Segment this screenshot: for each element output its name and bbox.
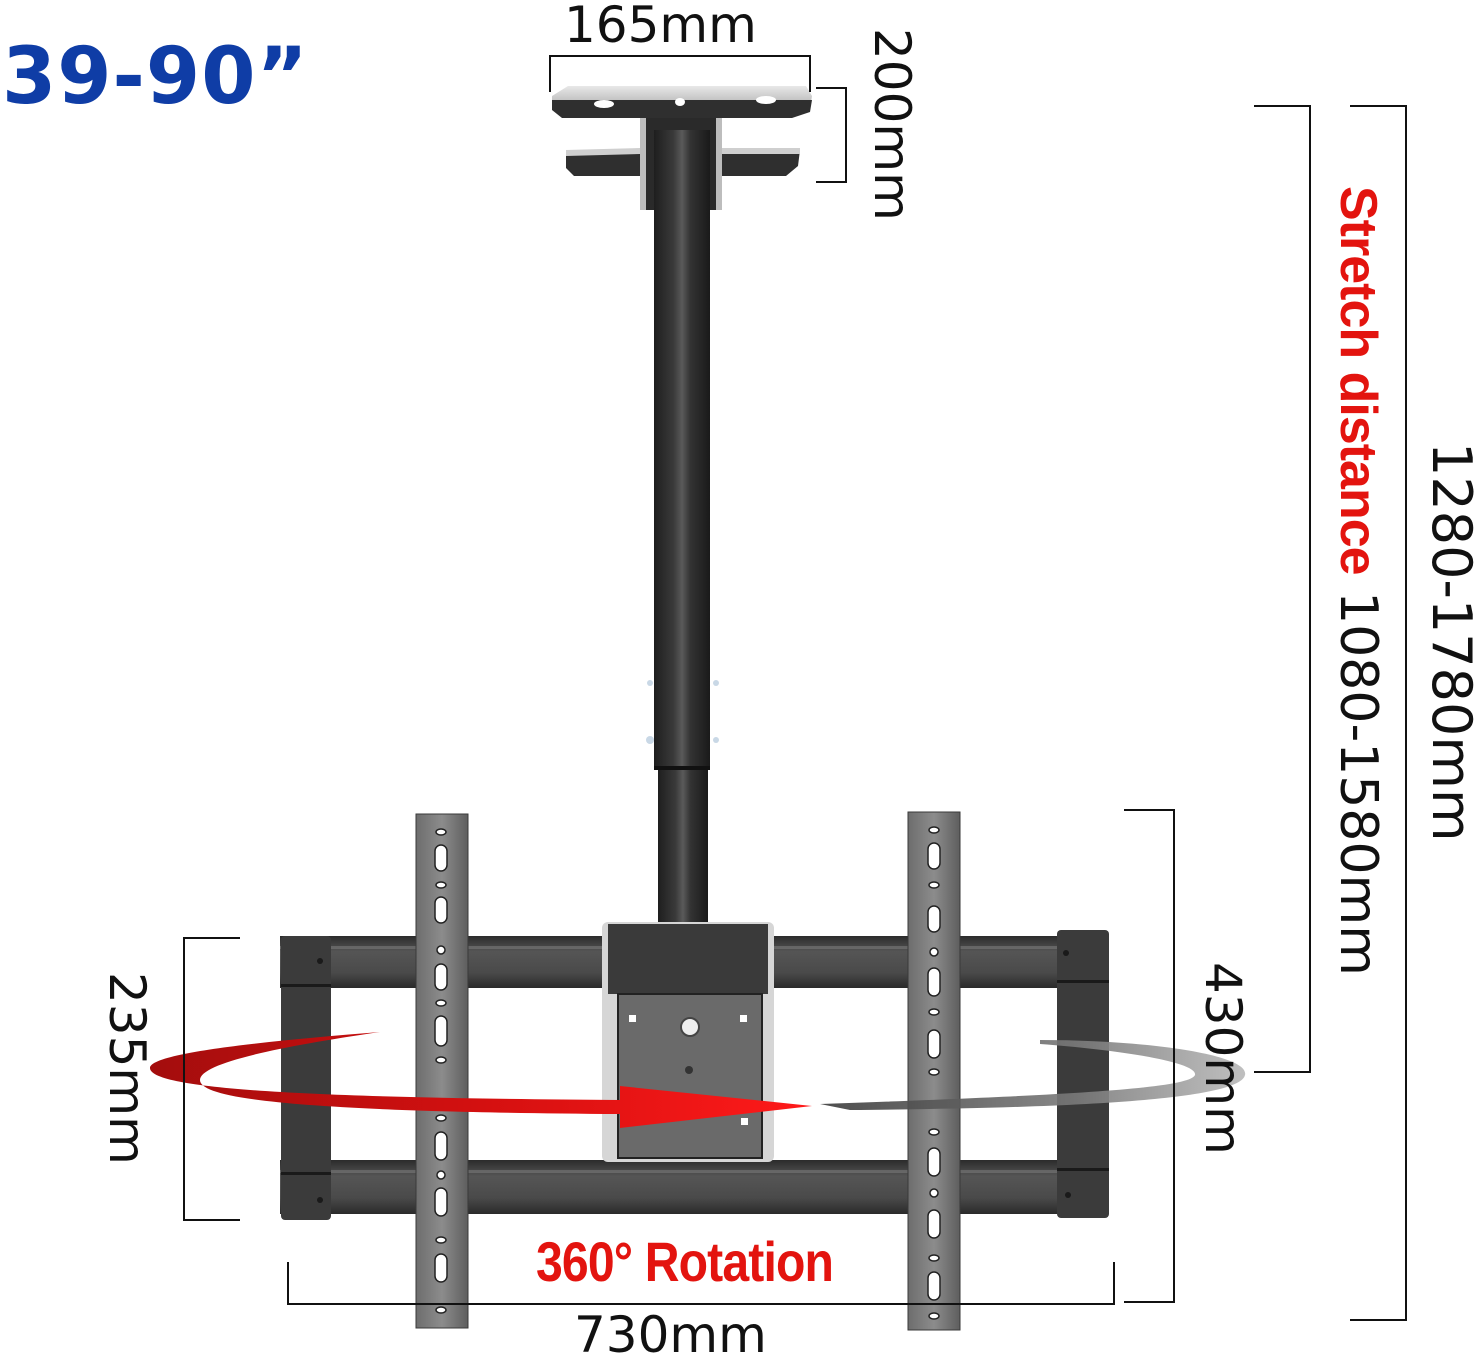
vesa-strip-left [415, 813, 469, 1329]
frame-height-outer-label: 430mm [1194, 962, 1252, 1155]
stretch-distance-title: Stretch distance [1329, 186, 1387, 575]
frame-width-label: 730mm [574, 1306, 767, 1364]
dimension-lines [183, 55, 1407, 1321]
stretch-distance-value: 1080-1580mm [1328, 591, 1388, 976]
frame-height-inner-label: 235mm [98, 972, 156, 1165]
ceiling-plate-width-label: 165mm [564, 0, 757, 54]
vesa-strip-right [907, 811, 961, 1331]
ceiling-plate-height-label: 200mm [863, 28, 921, 221]
telescopic-pole [646, 130, 719, 928]
total-height-label: 1280-1780mm [1420, 442, 1474, 842]
rotation-label: 360° Rotation [536, 1230, 834, 1293]
screen-size-range: 39-90” [2, 32, 309, 122]
stretch-distance-label: Stretch distance 1080-1580mm [1328, 186, 1388, 976]
curved-rotation-arrow-icon [150, 1032, 1246, 1128]
